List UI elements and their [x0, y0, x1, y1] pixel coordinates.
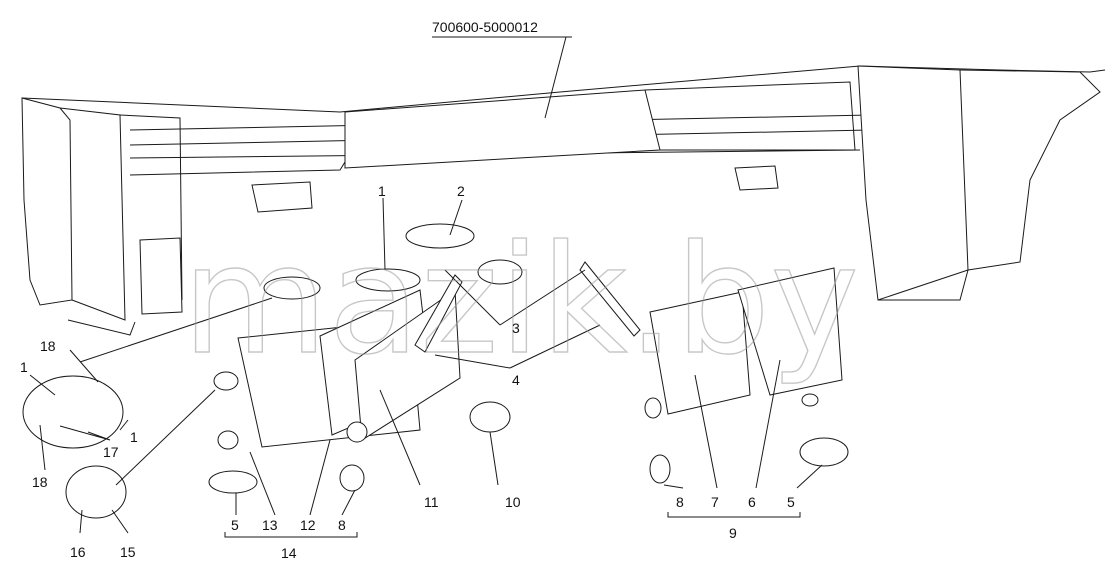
- callout-2: 2: [457, 183, 465, 199]
- callout-1-left: 1: [20, 359, 28, 375]
- bracket-right-of-center: [579, 261, 641, 337]
- body-frame-assembly: [21, 65, 1106, 336]
- callout-14: 14: [281, 545, 297, 561]
- callout-10: 10: [505, 494, 521, 510]
- callout-5-right: 5: [787, 494, 795, 510]
- callout-13: 13: [262, 517, 278, 533]
- part-number-label: 700600-5000012: [432, 19, 538, 35]
- callout-6: 6: [748, 494, 756, 510]
- leader-lines: [29, 36, 823, 538]
- callout-12: 12: [300, 517, 316, 533]
- callout-1-right: 1: [130, 429, 138, 445]
- panel-set-right: [649, 267, 843, 415]
- callout-labels: 1 2 3 4 18 1 1 17 18 16 15 5 13 12 8 14 …: [20, 183, 795, 561]
- callout-17: 17: [103, 444, 119, 460]
- callout-8-right: 8: [676, 494, 684, 510]
- callout-8-left: 8: [338, 517, 346, 533]
- callout-15: 15: [120, 544, 136, 560]
- callout-18-top: 18: [40, 338, 56, 354]
- callout-16: 16: [70, 544, 86, 560]
- callout-18-bottom: 18: [32, 474, 48, 490]
- callout-4: 4: [512, 372, 520, 388]
- callout-9: 9: [729, 525, 737, 541]
- callout-1-top: 1: [378, 183, 386, 199]
- fastener-details: [22, 223, 849, 519]
- callout-11: 11: [424, 494, 439, 510]
- callout-5-left: 5: [231, 517, 239, 533]
- callout-7: 7: [711, 494, 719, 510]
- watermark: mazik.by: [182, 214, 859, 388]
- callout-3: 3: [512, 320, 520, 336]
- panel-set-left: [237, 274, 463, 448]
